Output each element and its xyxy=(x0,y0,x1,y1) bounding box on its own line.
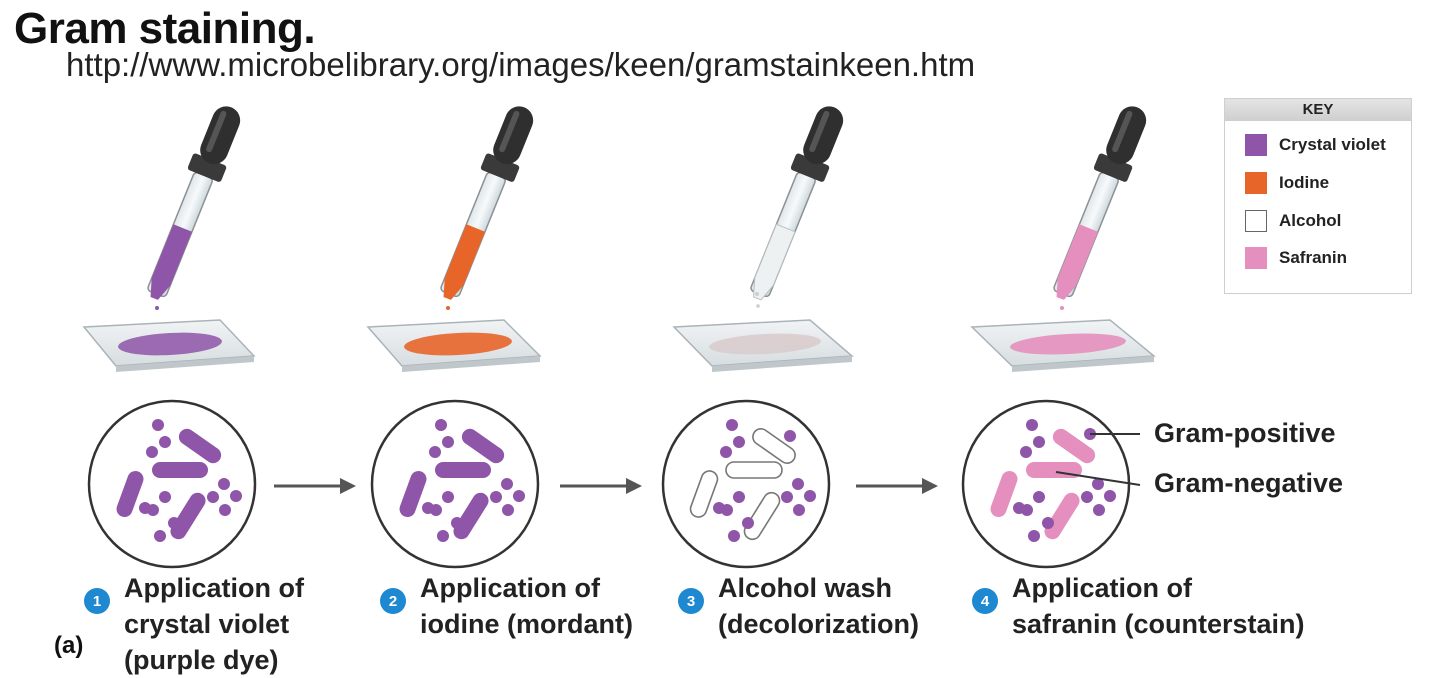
step-line: Application of xyxy=(420,573,600,603)
source-url[interactable]: http://www.microbelibrary.org/images/kee… xyxy=(66,46,976,83)
step-4-caption: 4 Application of safranin (counterstain) xyxy=(972,570,1305,642)
step-1-caption: 1 Application of crystal violet (purple … xyxy=(84,570,304,678)
step-line: iodine (mordant) xyxy=(420,609,633,639)
step-description: Alcohol wash (decolorization) xyxy=(718,570,919,642)
key-label: Iodine xyxy=(1279,173,1330,192)
color-key: KEY Crystal violet Iodine Alcohol Safran… xyxy=(1224,98,1412,294)
swatch-safranin xyxy=(1245,247,1267,269)
key-item-crystal-violet: Crystal violet xyxy=(1245,133,1386,157)
dropper-iodine xyxy=(440,106,534,300)
cells-step4 xyxy=(990,419,1116,542)
cells-step2 xyxy=(399,419,525,542)
step-line: Application of xyxy=(1012,573,1192,603)
dropper-liquid-iodine xyxy=(443,224,485,300)
step-line: Alcohol wash xyxy=(718,573,893,603)
step-number-badge: 4 xyxy=(972,588,998,614)
swatch-alcohol xyxy=(1245,210,1267,232)
dropper-liquid-alcohol xyxy=(753,223,796,301)
step-number-badge: 1 xyxy=(84,588,110,614)
slide-stain-safranin xyxy=(1010,333,1126,355)
step-number-badge: 2 xyxy=(380,588,406,614)
key-label: Safranin xyxy=(1279,248,1348,267)
callout-gram-positive: Gram-positive xyxy=(1154,418,1336,448)
dropper-liquid-crystal-violet xyxy=(150,224,192,300)
slide-stain-iodine xyxy=(404,332,512,356)
slide-stain-crystal-violet xyxy=(118,332,222,356)
dropper-safranin xyxy=(1053,106,1147,300)
page-title: Gram staining. xyxy=(14,4,316,53)
cells-step1 xyxy=(116,419,242,542)
step-description: Application of safranin (counterstain) xyxy=(1012,570,1305,642)
step-line: crystal violet xyxy=(124,609,290,639)
callout-gram-negative: Gram-negative xyxy=(1154,468,1344,498)
slide-alcohol xyxy=(672,319,854,372)
dropper-crystal-violet xyxy=(147,106,241,300)
field-view-step4 xyxy=(961,399,1131,569)
dropper-alcohol xyxy=(750,106,844,301)
swatch-iodine xyxy=(1245,172,1267,194)
key-item-alcohol: Alcohol xyxy=(1245,209,1341,233)
slide-stain-alcohol xyxy=(709,333,821,355)
slide-safranin xyxy=(970,319,1156,372)
field-view-step2 xyxy=(370,399,540,569)
slide-crystal-violet xyxy=(82,319,256,372)
key-label: Alcohol xyxy=(1279,211,1342,230)
swatch-crystal-violet xyxy=(1245,134,1267,156)
slide-iodine xyxy=(366,319,542,372)
key-item-iodine: Iodine xyxy=(1245,171,1329,195)
cells-step3 xyxy=(689,419,816,542)
dropper-liquid-safranin xyxy=(1056,224,1098,300)
step-3-caption: 3 Alcohol wash (decolorization) xyxy=(678,570,919,642)
step-line: (decolorization) xyxy=(718,609,919,639)
arrow-step1-to-step2 xyxy=(274,478,356,494)
step-line: Application of xyxy=(124,573,304,603)
step-number-badge: 3 xyxy=(678,588,704,614)
arrow-step2-to-step3 xyxy=(560,478,642,494)
step-description: Application of crystal violet (purple dy… xyxy=(124,570,304,678)
key-label: Crystal violet xyxy=(1279,135,1386,154)
panel-label: (a) xyxy=(54,632,84,659)
key-title: KEY xyxy=(1225,99,1411,121)
leader-gram-negative xyxy=(1055,471,1141,486)
field-view-step3 xyxy=(661,399,831,569)
step-description: Application of iodine (mordant) xyxy=(420,570,633,642)
step-line: (purple dye) xyxy=(124,645,279,675)
field-view-step1 xyxy=(87,399,257,569)
arrow-step3-to-step4 xyxy=(856,478,938,494)
step-2-caption: 2 Application of iodine (mordant) xyxy=(380,570,633,642)
key-item-safranin: Safranin xyxy=(1245,246,1347,270)
step-line: safranin (counterstain) xyxy=(1012,609,1305,639)
